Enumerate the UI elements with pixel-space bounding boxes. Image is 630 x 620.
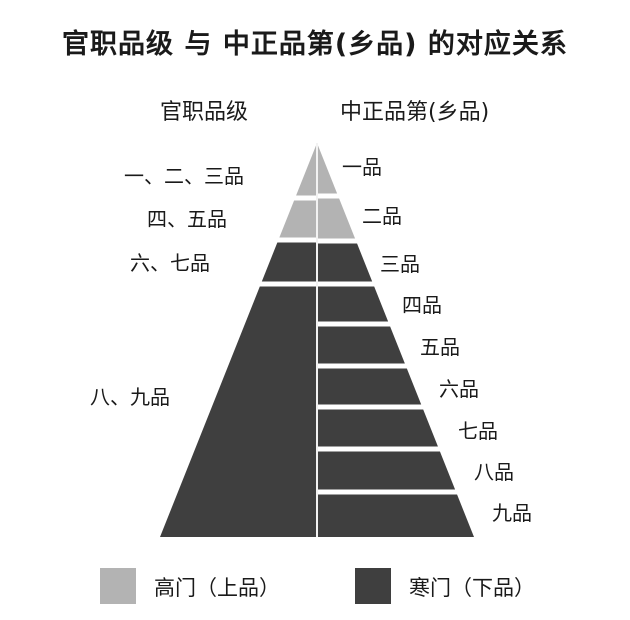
- xiang-rank-tier-2: [317, 198, 356, 239]
- xiang-rank-label-5: 五品: [420, 335, 460, 359]
- xiang-rank-tier-8: [317, 451, 456, 490]
- xiang-rank-label-9: 九品: [492, 501, 532, 525]
- official-rank-tier-1: [296, 143, 317, 196]
- xiang-rank-column-heading: 中正品第(乡品): [340, 100, 490, 125]
- xiang-rank-tier-6: [317, 368, 422, 405]
- official-rank-tier-2: [279, 200, 317, 238]
- xiang-rank-label-3: 三品: [380, 252, 420, 276]
- official-rank-label-8-9: 八、九品: [90, 385, 170, 409]
- legend-swatch-high: [100, 568, 136, 604]
- xiang-rank-tier-7: [317, 409, 438, 447]
- legend-label-high: 高门（上品）: [154, 576, 280, 600]
- official-rank-label-6-7: 六、七品: [130, 251, 210, 275]
- xiang-rank-tier-1: [317, 143, 338, 194]
- xiang-rank-label-6: 六品: [439, 377, 479, 401]
- xiang-rank-tier-9: [317, 494, 474, 537]
- xiang-rank-label-7: 七品: [458, 419, 498, 443]
- xiang-rank-label-4: 四品: [402, 293, 442, 317]
- xiang-rank-label-2: 二品: [362, 204, 402, 228]
- official-rank-label-4-5: 四、五品: [147, 207, 227, 231]
- xiang-rank-label-1: 一品: [342, 155, 382, 179]
- official-rank-tiers: [160, 143, 317, 537]
- official-rank-tier-3: [261, 242, 317, 282]
- official-rank-tier-4: [160, 286, 317, 537]
- official-rank-label-1-3: 一、二、三品: [124, 164, 244, 188]
- legend-swatch-low: [355, 568, 391, 604]
- xiang-rank-tier-3: [317, 243, 373, 282]
- official-rank-column-heading: 官职品级: [160, 100, 249, 125]
- xiang-rank-label-8: 八品: [474, 460, 514, 484]
- xiang-rank-tiers: [317, 143, 474, 537]
- xiang-rank-tier-5: [317, 326, 405, 364]
- legend-label-low: 寒门（下品）: [409, 576, 535, 600]
- xiang-rank-tier-4: [317, 286, 389, 322]
- diagram-title: 官职品级 与 中正品第(乡品) 的对应关系: [62, 29, 568, 60]
